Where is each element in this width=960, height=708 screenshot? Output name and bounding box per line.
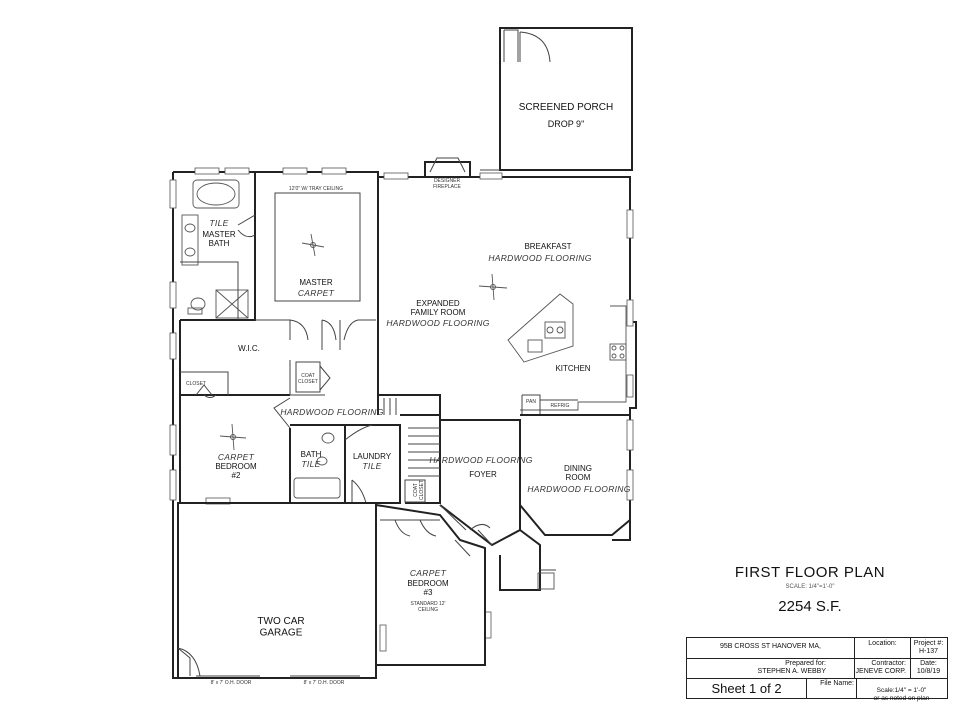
foyer-floor-label: HARDWOOD FLOORING xyxy=(429,455,532,465)
laundry-floor-label: TILE xyxy=(362,461,381,471)
garage-door2-label: 8' x 7' O.H. DOOR xyxy=(304,680,345,686)
title-block: 95B CROSS ST HANOVER MA, Location: Proje… xyxy=(686,637,948,702)
project-label: Project #: xyxy=(913,640,944,647)
master-label: MASTER xyxy=(299,278,333,287)
garage xyxy=(177,502,377,679)
coat-closet2-label: COATCLOSET xyxy=(413,480,425,500)
porch-door-swing xyxy=(519,31,551,63)
dining-floor-label: HARDWOOD FLOORING xyxy=(527,484,630,494)
laundry-label: LAUNDRY xyxy=(353,452,392,461)
ceiling-fan-icon xyxy=(219,423,247,451)
foyer-label: FOYER xyxy=(469,470,497,479)
pan-label: PAN xyxy=(526,399,536,405)
bedroom2-label: BEDROOM#2 xyxy=(215,462,257,480)
date-label: Date: xyxy=(920,660,937,667)
title-block-row-1: 95B CROSS ST HANOVER MA, Location: Proje… xyxy=(687,638,947,659)
prepared-name: STEPHEN A. WEBBY xyxy=(757,668,826,676)
bedroom3 xyxy=(375,504,486,666)
bedroom3-label: BEDROOM#3 xyxy=(407,579,449,597)
fireplace-bump xyxy=(424,161,471,177)
scale-cell: Scale:1/4" = 1'-0" or as noted on plan xyxy=(857,678,946,702)
title-block-row-2: Prepared for: STEPHEN A. WEBBY Contracto… xyxy=(687,658,947,679)
bedroom2-floor-label: CARPET xyxy=(218,452,255,462)
date-value: 10/8/19 xyxy=(916,668,941,676)
date-cell: Date: 10/8/19 xyxy=(911,658,946,678)
plan-scale: SCALE: 1/4"=1'-0" xyxy=(785,584,835,590)
bedroom3-floor-label: CARPET xyxy=(410,568,447,578)
scale-note: Scale:1/4" = 1'-0" or as noted on plan xyxy=(873,686,930,702)
screened-porch-label: SCREENED PORCH xyxy=(519,102,613,113)
kitchen-label: KITCHEN xyxy=(555,364,590,373)
prepared-label: Prepared for: xyxy=(785,660,826,667)
master-floor-label: CARPET xyxy=(298,288,335,298)
bath-floor-label: TILE xyxy=(301,459,320,469)
address-cell: 95B CROSS ST HANOVER MA, xyxy=(687,638,855,658)
closet-label: CLOSET xyxy=(186,381,206,387)
bedroom3-ceiling-label: STANDARD 12'CEILING xyxy=(410,601,445,613)
windows xyxy=(169,167,634,652)
breakfast-label: BREAKFAST xyxy=(524,242,571,251)
hall-floor-label: HARDWOOD FLOORING xyxy=(280,407,383,417)
plan-area: 2254 S.F. xyxy=(778,598,842,615)
screened-porch-walls xyxy=(499,27,633,171)
sheet-cell: Sheet 1 of 2 xyxy=(687,678,807,698)
bath-label: BATH xyxy=(301,450,322,459)
porch-note-label: DROP 9" xyxy=(548,119,585,129)
bath-tub xyxy=(293,477,341,499)
family-floor-label: HARDWOOD FLOORING xyxy=(386,318,489,328)
west-wing xyxy=(179,319,376,504)
stairs xyxy=(383,398,440,503)
wic-label: W.I.C. xyxy=(238,344,260,353)
tub xyxy=(192,179,240,209)
refrig-label: REFRIG xyxy=(551,403,570,409)
foyer-dining xyxy=(439,414,631,591)
location-label: Location: xyxy=(868,640,897,647)
file-cell: File Name: xyxy=(807,678,857,698)
wic-door-swing xyxy=(289,319,309,341)
ceiling-fan-icon xyxy=(478,273,508,301)
kitchen-fixtures xyxy=(478,273,627,415)
address: 95B CROSS ST HANOVER MA, xyxy=(719,643,821,650)
ceiling-fan-icon xyxy=(301,233,325,257)
porch-post xyxy=(503,29,519,62)
shower xyxy=(215,289,249,319)
project-number: H-137 xyxy=(918,648,939,656)
plan-title-area: FIRST FLOOR PLAN SCALE: 1/4"=1'-0" 2254 … xyxy=(700,564,920,615)
plan-title: FIRST FLOOR PLAN xyxy=(734,564,886,581)
prepared-cell: Prepared for: STEPHEN A. WEBBY xyxy=(687,658,855,678)
fireplace-hearth xyxy=(429,157,466,173)
master-bath-floor-label: TILE xyxy=(209,218,228,228)
kitchen-island xyxy=(507,293,574,363)
title-block-row-3: Sheet 1 of 2 File Name: Scale:1/4" = 1'-… xyxy=(687,678,947,702)
contractor-cell: Contractor: JENEVE CORP. xyxy=(855,658,911,678)
location-cell: Location: xyxy=(855,638,911,658)
tray-ceiling-label: 12'0" W/ TRAY CEILING xyxy=(289,186,343,192)
file-name-label: File Name: xyxy=(820,680,854,687)
tray-ceiling-outline xyxy=(274,192,361,302)
garage-door1-label: 8' x 7' O.H. DOOR xyxy=(211,680,252,686)
project-cell: Project #: H-137 xyxy=(911,638,946,658)
breakfast-floor-label: HARDWOOD FLOORING xyxy=(488,253,591,263)
contractor-label: Contractor: xyxy=(871,660,906,667)
contractor-name: JENEVE CORP. xyxy=(855,668,906,676)
sheet-number: Sheet 1 of 2 xyxy=(711,681,782,696)
